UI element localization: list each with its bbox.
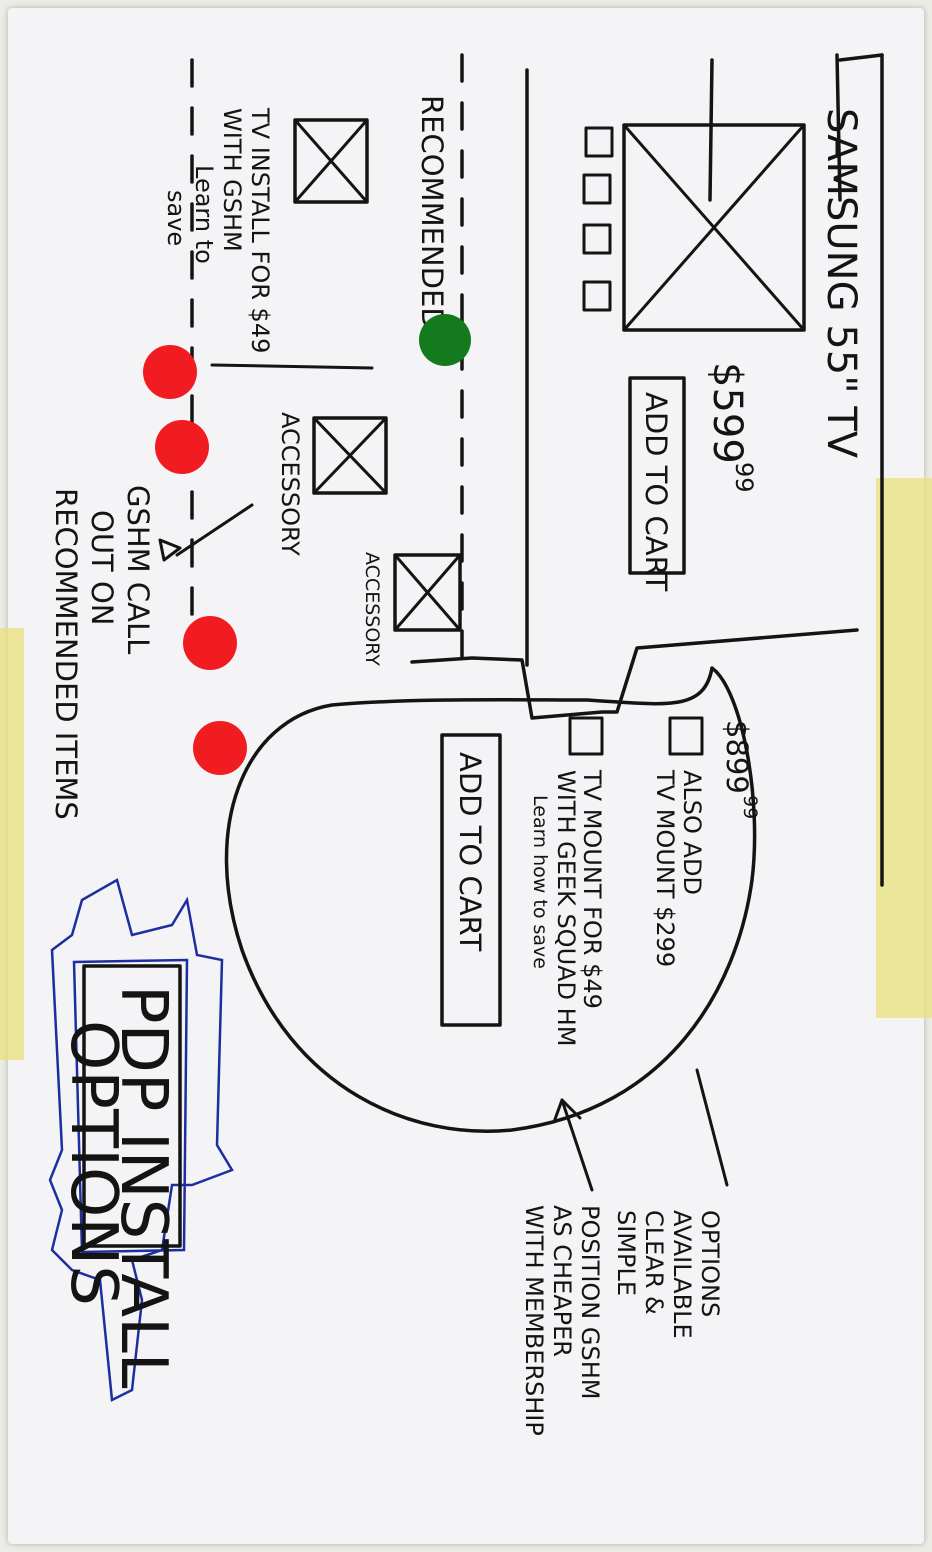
banner-line-1: PDP INSTALL [106, 985, 180, 1389]
note-arrow-2 [560, 1098, 594, 1192]
tape-strip-bottom [0, 628, 24, 1060]
product-title: SAMSUNG 55" TV [818, 108, 864, 459]
recommended-image-placeholder [293, 118, 369, 204]
red-dot-3 [183, 616, 237, 670]
paper-sheet [8, 8, 924, 1544]
callout-line-1: GSHM CALL [121, 485, 155, 654]
note-arrow-1 [695, 1068, 729, 1187]
thumbnail-1 [584, 126, 614, 158]
thumbnail-4 [582, 280, 612, 312]
add-to-cart-button[interactable]: ADD TO CART [628, 376, 686, 592]
option-2-line-1: TV MOUNT FOR $49 [578, 769, 606, 1009]
accessory-2-image-placeholder [393, 553, 462, 632]
banner-line-2: OPTIONS [56, 1020, 130, 1306]
install-save-link[interactable]: save [162, 190, 190, 246]
red-dots [143, 345, 247, 775]
note-options-2: AVAILABLE [668, 1210, 696, 1339]
thumbnail-3 [582, 223, 612, 255]
option-also-add-mount[interactable]: ALSO ADD TV MOUNT $299 [651, 716, 706, 967]
green-dot [419, 314, 471, 366]
thumbnail-2 [582, 173, 612, 205]
recommended-heading: RECOMMENDED [415, 95, 449, 330]
install-learn-link[interactable]: Learn to [190, 165, 218, 264]
red-dot-4 [193, 721, 247, 775]
install-line-1: TV INSTALL FOR $49 [246, 107, 274, 353]
callout-arrow [175, 503, 254, 557]
note-gshm-1: POSITION GSHM [576, 1205, 604, 1399]
callout-line-3: RECOMMENDED ITEMS [49, 488, 83, 820]
note-arrowhead-2 [552, 1098, 582, 1124]
note-options-4: SIMPLE [612, 1210, 640, 1296]
option-1-line-2: TV MOUNT $299 [651, 769, 679, 967]
options-price-cents: 99 [739, 795, 761, 819]
install-line-2: WITH GSHM [218, 108, 246, 252]
options-panel-outline [224, 666, 757, 1133]
red-dot-1 [143, 345, 197, 399]
callout-line-2: OUT ON [85, 510, 119, 626]
note-gshm-2: AS CHEAPER [548, 1205, 576, 1357]
thumbnail-row [582, 126, 614, 312]
title-banner: PDP INSTALL OPTIONS [48, 878, 234, 1402]
callout-arrowhead [158, 538, 182, 562]
product-frame [190, 53, 884, 887]
accessory-2-label: ACCESSORY [361, 552, 383, 666]
product-image-placeholder [622, 123, 806, 332]
options-price: $899 [720, 720, 754, 794]
option-1-checkbox[interactable] [668, 716, 704, 756]
product-price: $599 [704, 362, 750, 464]
accessory-1-label: ACCESSORY [276, 412, 304, 556]
note-options-1: OPTIONS [696, 1210, 724, 1317]
option-2-checkbox[interactable] [568, 716, 604, 756]
note-gshm-3: WITH MEMBERSHIP [520, 1205, 548, 1436]
red-dot-2 [155, 420, 209, 474]
option-2-line-2: WITH GEEK SQUAD HM [552, 770, 580, 1046]
note-options-3: CLEAR & [640, 1210, 668, 1315]
options-add-to-cart-label: ADD TO CART [453, 752, 487, 952]
option-1-line-1: ALSO ADD [678, 770, 706, 895]
option-2-learn-link[interactable]: Learn how to save [529, 795, 551, 969]
tape-strip-top [876, 478, 932, 1018]
options-add-to-cart-button[interactable]: ADD TO CART [440, 733, 502, 1027]
add-to-cart-label: ADD TO CART [639, 392, 673, 592]
accessory-1-image-placeholder [312, 416, 388, 495]
option-mount-membership[interactable]: TV MOUNT FOR $49 WITH GEEK SQUAD HM Lear… [529, 716, 606, 1046]
product-price-cents: 99 [730, 462, 758, 493]
